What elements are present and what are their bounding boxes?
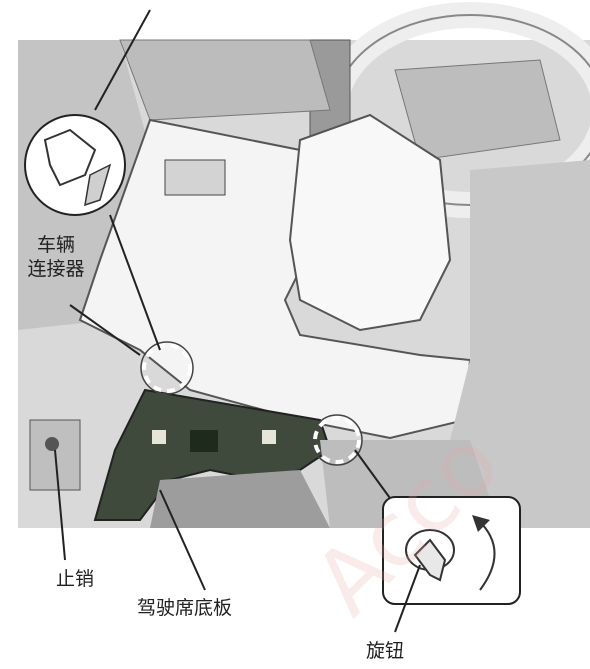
- vehicle-connector-label: 车辆 连接器: [10, 234, 102, 282]
- knob-label: 旋钮: [366, 640, 405, 662]
- knob-leader-line: [354, 449, 396, 506]
- stop-pin-leader: [54, 449, 66, 561]
- driver-floor-panel-label: 驾驶席底板: [137, 597, 233, 619]
- knob-location-circle: [313, 416, 361, 464]
- connector-label-leader: [69, 304, 141, 356]
- knob-detail-inset: [382, 496, 521, 605]
- right-console: [450, 160, 590, 528]
- detail-to-connector-line: [109, 214, 161, 351]
- connector-location-circle: [142, 343, 192, 393]
- switch-block: [164, 159, 226, 196]
- steering-hub: [394, 59, 561, 161]
- stop-pin-label: 止销: [56, 568, 95, 590]
- vehicle-connector-label-line2: 连接器: [27, 257, 85, 280]
- dashboard-top: [119, 39, 331, 121]
- knob-label-leader: [394, 564, 421, 633]
- vehicle-connector-label-line1: 车辆: [36, 234, 75, 256]
- column-shroud: [288, 113, 452, 332]
- detail-leader-line: [94, 9, 151, 111]
- floor-panel-leader: [159, 489, 206, 591]
